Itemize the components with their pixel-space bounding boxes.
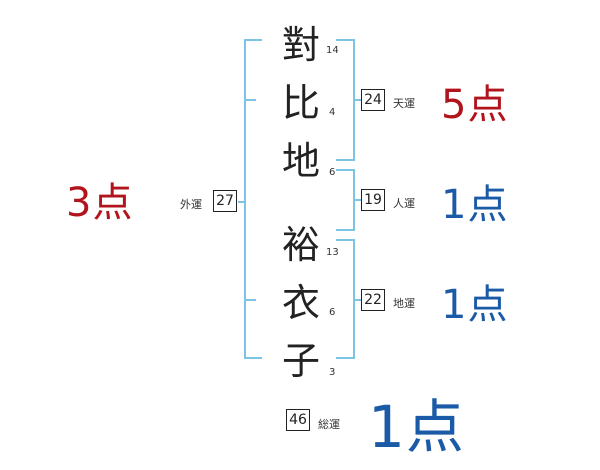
souun-label: 総運 bbox=[318, 418, 340, 431]
stroke-count-2: 4 bbox=[329, 107, 336, 118]
stroke-count-6: 3 bbox=[329, 367, 336, 378]
tenun-bracket bbox=[336, 39, 355, 161]
gaiun-value: 27 bbox=[213, 190, 237, 212]
name-char-2: 比 bbox=[281, 81, 320, 125]
tenun-score: 5点 bbox=[441, 82, 509, 128]
gaiun-bracket bbox=[244, 39, 262, 359]
souun-value: 46 bbox=[286, 409, 310, 431]
chiun-score: 1点 bbox=[441, 282, 509, 328]
stroke-count-4: 13 bbox=[326, 247, 339, 258]
stroke-count-3: 6 bbox=[329, 167, 336, 178]
jinun-label: 人運 bbox=[393, 197, 415, 210]
jinun-value: 19 bbox=[361, 189, 385, 211]
name-char-1: 對 bbox=[281, 23, 320, 67]
stroke-count-5: 6 bbox=[329, 307, 336, 318]
name-char-5: 衣 bbox=[281, 281, 320, 325]
tenun-value: 24 bbox=[361, 89, 385, 111]
stroke-count-1: 14 bbox=[326, 45, 339, 56]
gaiun-label: 外運 bbox=[180, 198, 202, 211]
jinun-score: 1点 bbox=[441, 182, 509, 228]
gaiun-score: 3点 bbox=[66, 180, 134, 226]
tenun-label: 天運 bbox=[393, 97, 415, 110]
jinun-bracket bbox=[336, 169, 355, 231]
chiun-label: 地運 bbox=[393, 297, 415, 310]
name-char-3: 地 bbox=[281, 139, 320, 183]
souun-score: 1点 bbox=[368, 393, 465, 461]
chiun-value: 22 bbox=[361, 289, 385, 311]
name-char-6: 子 bbox=[281, 339, 320, 383]
name-char-4: 裕 bbox=[281, 223, 320, 267]
